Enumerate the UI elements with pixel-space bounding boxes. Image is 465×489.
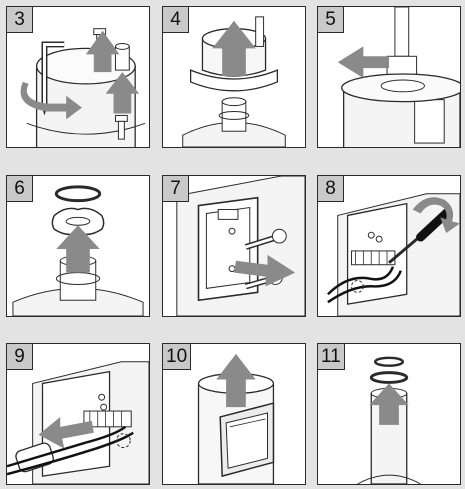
o-ring-icon [56,187,99,201]
step-5-panel: 5 [317,6,461,148]
lock-ring-icon [342,74,460,102]
o-ring-icon [375,358,403,366]
step-number: 9 [7,344,33,370]
arrow-left-icon [338,46,389,78]
step-8-panel: 8 [317,175,461,317]
step-7-panel: 7 [162,175,306,317]
step-9-panel: 9 [6,343,150,485]
screw-icon [256,17,264,47]
terminal-block-icon [352,251,395,265]
step-10-panel: 10 [162,343,306,485]
step-number: 3 [7,7,33,33]
step-number: 6 [7,176,33,202]
step-6-panel: 6 [6,175,150,317]
step-number: 7 [163,176,189,202]
step-number: 11 [318,344,345,370]
step-number: 10 [163,344,191,370]
spacer-icon [115,43,129,70]
step-number: 4 [163,7,189,33]
step-11-panel: 11 [317,343,461,485]
step-number: 5 [318,7,344,33]
step-4-panel: 4 [162,6,306,148]
step-number: 8 [318,176,344,202]
step-3-panel: 3 [6,6,150,148]
o-ring-icon [371,373,406,383]
